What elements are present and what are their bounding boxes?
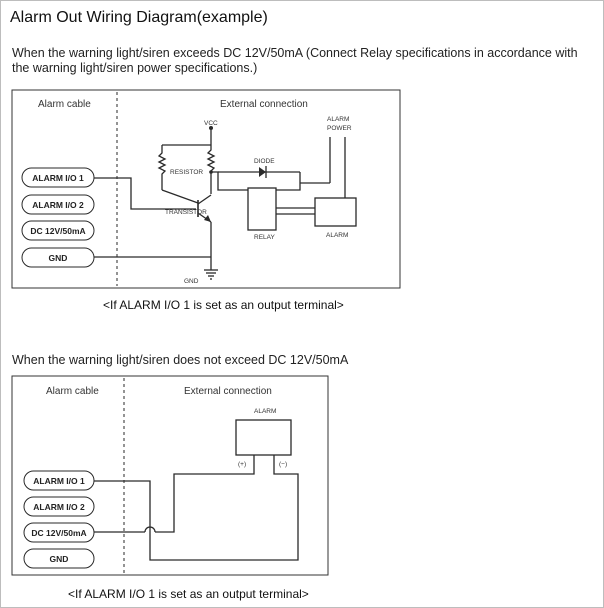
terminal-pill bbox=[23, 496, 95, 517]
terminal-pill bbox=[21, 194, 95, 215]
terminal-label: GND bbox=[49, 253, 68, 263]
alarm-box bbox=[235, 419, 292, 456]
section2-caption: <If ALARM I/O 1 is set as an output term… bbox=[68, 587, 309, 601]
relay-box bbox=[247, 187, 277, 231]
alarm-power-label: POWER bbox=[327, 125, 352, 132]
vcc-node bbox=[209, 126, 213, 130]
terminal-label: ALARM I/O 1 bbox=[32, 173, 84, 183]
d1-alarm-cable-header: Alarm cable bbox=[38, 99, 91, 110]
diode-label: DIODE bbox=[254, 158, 275, 165]
terminal-label: DC 12V/50mA bbox=[30, 226, 85, 236]
d2-alarm-cable-header: Alarm cable bbox=[46, 386, 99, 397]
section1-caption: <If ALARM I/O 1 is set as an output term… bbox=[103, 298, 344, 312]
terminal-label: ALARM I/O 2 bbox=[33, 502, 85, 512]
diode-symbol bbox=[259, 167, 266, 177]
diagram1-border bbox=[11, 89, 401, 289]
terminal-pill bbox=[23, 548, 95, 569]
alarm-box bbox=[314, 197, 357, 227]
resistor-label: RESISTOR bbox=[170, 169, 203, 176]
alarm-power-label: ALARM bbox=[327, 116, 349, 123]
terminal-label: ALARM I/O 2 bbox=[32, 200, 84, 210]
vcc-label: VCC bbox=[204, 120, 218, 127]
transistor-label: TRANSISTOR bbox=[165, 209, 207, 216]
transistor-arrow bbox=[204, 215, 211, 222]
transistor-collector bbox=[197, 194, 212, 205]
d1-external-header: External connection bbox=[220, 99, 308, 110]
alarm-label: ALARM bbox=[254, 408, 276, 415]
alarm-label: ALARM bbox=[326, 232, 348, 239]
terminal-pill bbox=[21, 220, 95, 241]
minus-label: (−) bbox=[279, 461, 287, 468]
gnd-label: GND bbox=[184, 278, 199, 285]
diagram-direct bbox=[11, 375, 329, 576]
diode-return-wire bbox=[211, 171, 301, 191]
section2-description: When the warning light/siren does not ex… bbox=[12, 353, 349, 367]
diagram-relay bbox=[11, 89, 401, 289]
d2-external-header: External connection bbox=[184, 386, 272, 397]
io1-wire bbox=[94, 177, 196, 210]
page-title: Alarm Out Wiring Diagram(example) bbox=[10, 9, 268, 26]
terminal-label: DC 12V/50mA bbox=[31, 528, 86, 538]
section1-description: When the warning light/siren exceeds DC … bbox=[12, 46, 578, 75]
diagram2-border bbox=[11, 375, 329, 576]
terminal-label: GND bbox=[50, 554, 69, 564]
resistor-right bbox=[206, 145, 216, 194]
resistor-left bbox=[157, 145, 167, 190]
resistor-to-transistor bbox=[161, 189, 199, 204]
terminal-label: ALARM I/O 1 bbox=[33, 476, 85, 486]
plus-wire bbox=[155, 455, 255, 533]
relay-label: RELAY bbox=[254, 234, 275, 241]
minus-wire bbox=[94, 455, 299, 561]
plus-label: (+) bbox=[238, 461, 246, 468]
